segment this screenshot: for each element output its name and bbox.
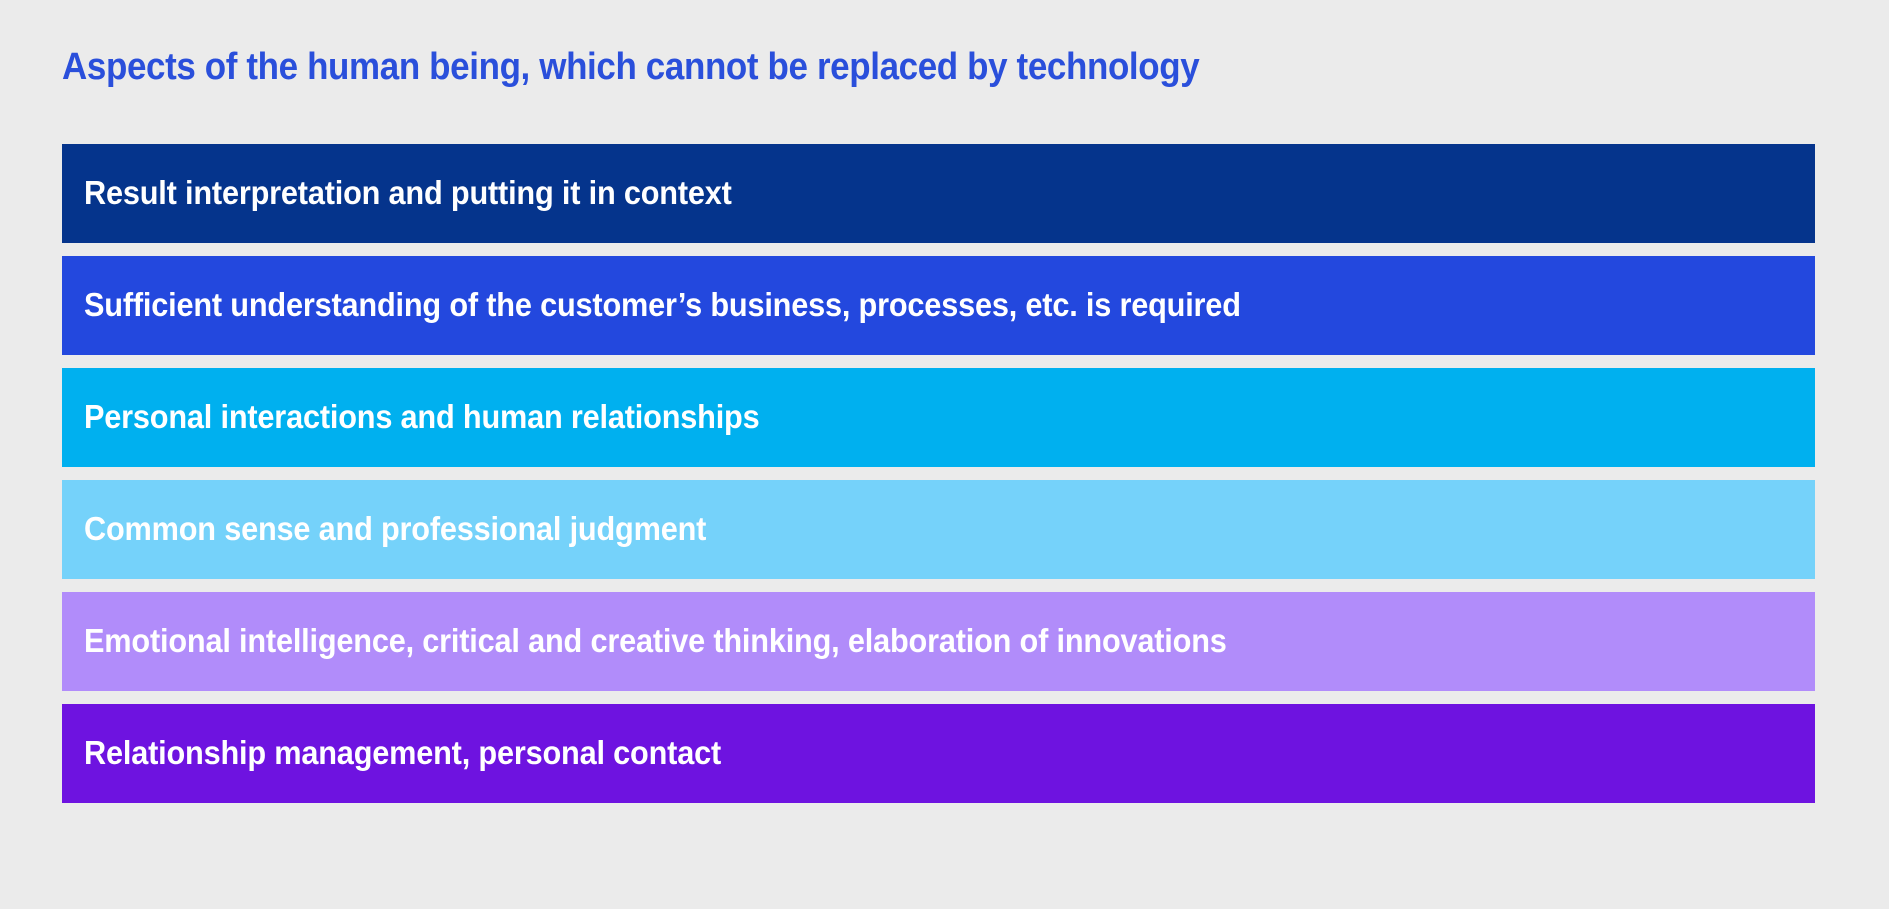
bar-label-1: Result interpretation and putting it in … (84, 174, 732, 212)
page-title: Aspects of the human being, which cannot… (62, 46, 1200, 88)
bar-label-2: Sufficient understanding of the customer… (84, 286, 1241, 324)
bar-list: Result interpretation and putting it in … (62, 144, 1815, 803)
bar-label-5: Emotional intelligence, critical and cre… (84, 622, 1227, 660)
bar-row-1[interactable]: Result interpretation and putting it in … (62, 144, 1815, 243)
bar-row-5[interactable]: Emotional intelligence, critical and cre… (62, 592, 1815, 691)
bar-row-2[interactable]: Sufficient understanding of the customer… (62, 256, 1815, 355)
bar-label-3: Personal interactions and human relation… (84, 398, 760, 436)
bar-row-4[interactable]: Common sense and professional judgment (62, 480, 1815, 579)
bar-row-6[interactable]: Relationship management, personal contac… (62, 704, 1815, 803)
bar-row-3[interactable]: Personal interactions and human relation… (62, 368, 1815, 467)
bar-label-6: Relationship management, personal contac… (84, 734, 722, 772)
bar-label-4: Common sense and professional judgment (84, 510, 707, 548)
